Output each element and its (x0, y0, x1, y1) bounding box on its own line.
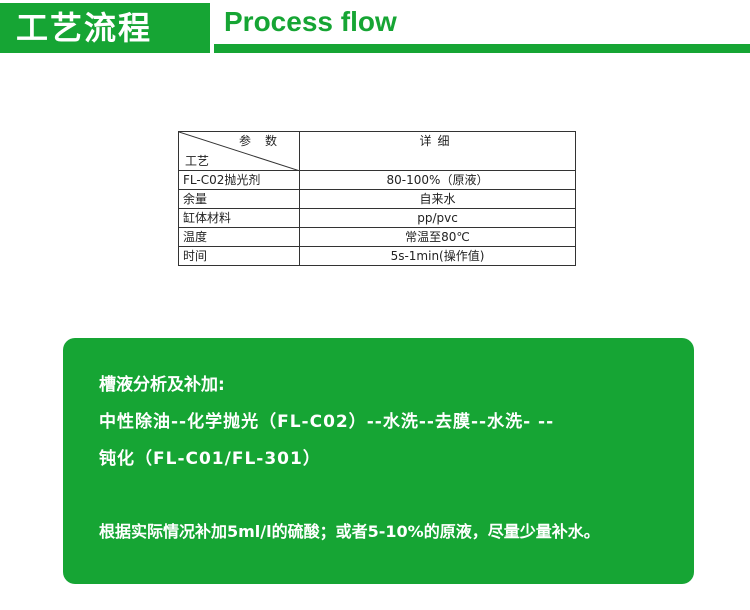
diagonal-line (179, 132, 300, 171)
header-divider (210, 3, 214, 53)
row-value: 80-100%（原液） (299, 170, 576, 190)
table-header-row: 参数 工艺 详细 (178, 131, 576, 171)
header-detail-label: 详细 (299, 131, 576, 171)
row-value: 自来水 (299, 189, 576, 209)
table-row: 时间 5s-1min(操作值) (178, 246, 576, 266)
table-row: 温度 常温至80℃ (178, 227, 576, 247)
header-process-label: 工艺 (185, 154, 210, 168)
row-label: 缸体材料 (178, 208, 300, 228)
bath-analysis-box: 槽液分析及补加: 中性除油--化学抛光（FL-C02）--水洗--去膜--水洗-… (63, 338, 694, 584)
parameter-table: 参数 工艺 详细 FL-C02抛光剂 80-100%（原液） 余量 自来水 缸体… (178, 131, 576, 266)
passivation-line: 钝化（FL-C01/FL-301） (99, 449, 321, 469)
row-label: 余量 (178, 189, 300, 209)
header-param-label: 参数 (238, 134, 291, 148)
row-label: FL-C02抛光剂 (178, 170, 300, 190)
diagonal-header-cell: 参数 工艺 (178, 131, 300, 171)
row-value: 5s-1min(操作值) (299, 246, 576, 266)
replenish-note: 根据实际情况补加5ml/l的硫酸；或者5-10%的原液，尽量少量补水。 (99, 522, 600, 541)
analysis-heading: 槽液分析及补加: (99, 375, 225, 395)
header-title-cn: 工艺流程 (0, 3, 210, 53)
table-row: FL-C02抛光剂 80-100%（原液） (178, 170, 576, 190)
row-value: 常温至80℃ (299, 227, 576, 247)
row-label: 温度 (178, 227, 300, 247)
table-row: 余量 自来水 (178, 189, 576, 209)
table-row: 缸体材料 pp/pvc (178, 208, 576, 228)
row-value: pp/pvc (299, 208, 576, 228)
header-underline-bar (214, 44, 750, 53)
header-title-en: Process flow (224, 6, 397, 37)
row-label: 时间 (178, 246, 300, 266)
section-header: 工艺流程 Process flow (0, 0, 750, 56)
process-steps-line: 中性除油--化学抛光（FL-C02）--水洗--去膜--水洗- -- (99, 412, 555, 432)
